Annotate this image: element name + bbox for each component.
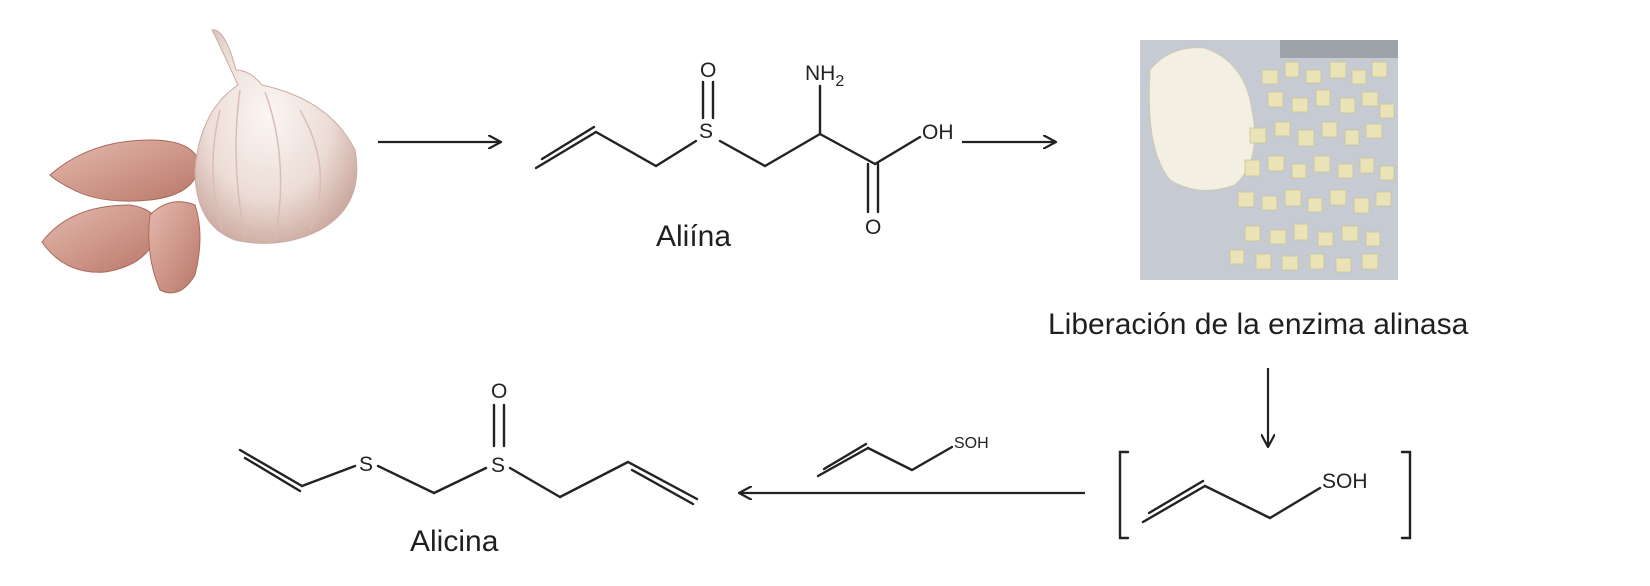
sulfur-atom: S — [491, 454, 505, 477]
aliina-label: Aliína — [656, 220, 732, 253]
alicina-structure: S S O — [238, 380, 699, 506]
garlic-clove — [41, 204, 159, 273]
intermediate-structure: SOH — [1118, 450, 1412, 540]
oxygen-atom: O — [491, 380, 507, 403]
garlic-clove — [148, 201, 201, 294]
nh2-group: NH2 — [805, 62, 844, 90]
oxygen-atom: O — [700, 59, 716, 82]
soh-group: SOH — [954, 435, 989, 452]
enzyme-release-label: Liberación de la enzima alinasa — [1048, 308, 1469, 341]
chopped-garlic-photo — [1140, 40, 1398, 280]
sulfur-atom: S — [359, 453, 373, 476]
oxygen-atom: O — [865, 216, 881, 239]
garlic-clove — [49, 139, 201, 202]
alicina-label: Alicina — [410, 525, 499, 558]
garlic-bulb — [194, 29, 358, 244]
sulfur-atom: S — [699, 120, 713, 143]
aliina-structure: S O NH2 OH O — [534, 59, 954, 239]
soh-group: SOH — [1322, 470, 1368, 493]
oh-group: OH — [922, 121, 954, 144]
garlic-photo — [41, 29, 358, 294]
chopped-pieces — [1229, 61, 1395, 273]
reagent-structure: SOH — [816, 435, 989, 478]
